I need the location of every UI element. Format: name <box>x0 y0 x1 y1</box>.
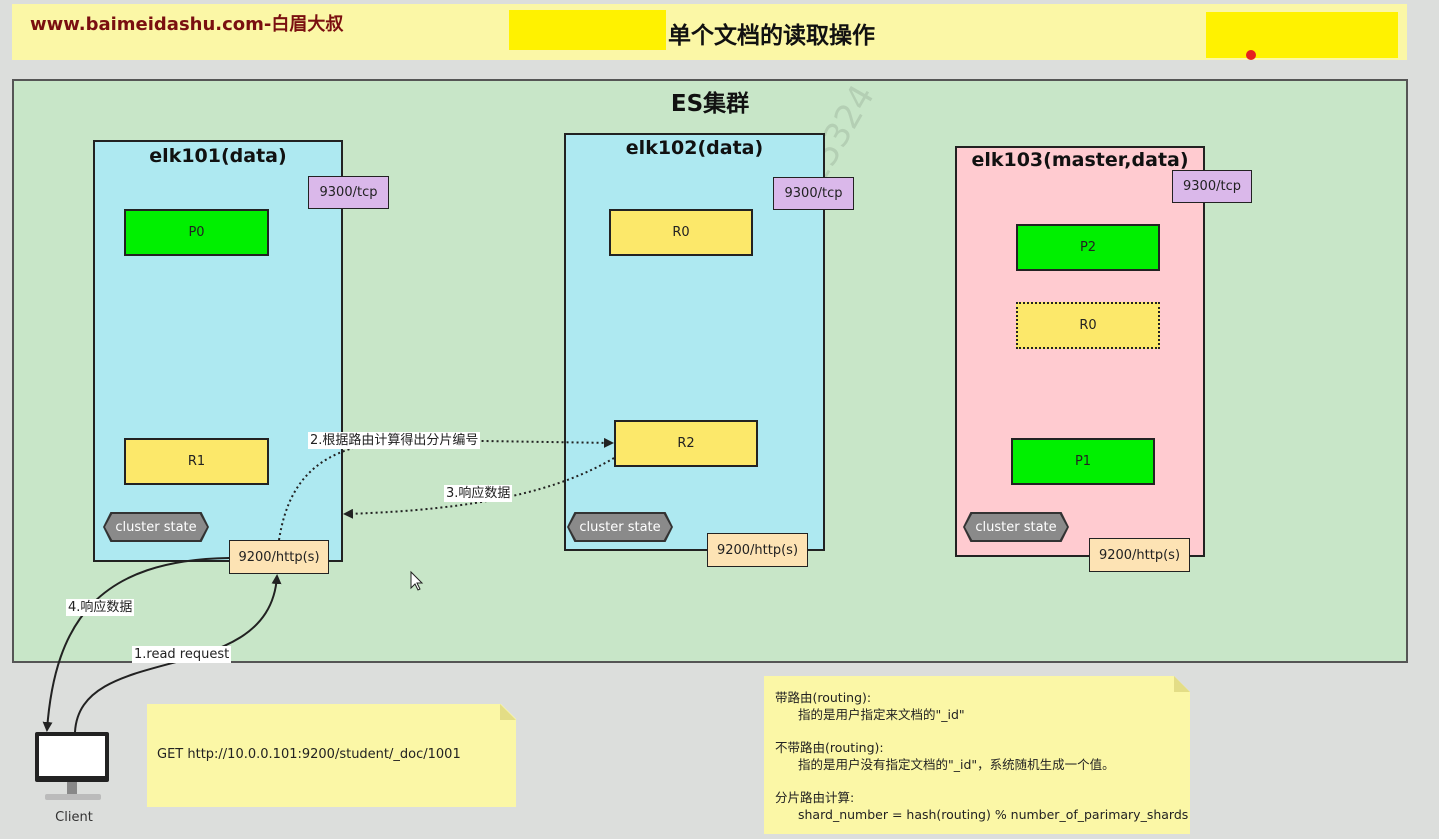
node-elk103 <box>955 146 1205 557</box>
shard-r1-elk101: R1 <box>124 438 269 485</box>
routing-note-line6: shard_number = hash(routing) % number_of… <box>798 807 1189 822</box>
http-port-elk103: 9200/http(s) <box>1089 538 1190 572</box>
http-port-elk101: 9200/http(s) <box>229 540 329 574</box>
shard-r2-elk102: R2 <box>614 420 758 467</box>
label-step1: 1.read request <box>132 646 232 663</box>
tcp-port-elk101: 9300/tcp <box>308 176 389 209</box>
routing-note-line3: 不带路由(routing): <box>775 740 884 755</box>
shard-p0-elk101: P0 <box>124 209 269 256</box>
node-title-elk103: elk103(master,data) <box>971 149 1189 171</box>
shard-r0-elk103: R0 <box>1016 302 1160 349</box>
highlight-left <box>509 10 666 50</box>
cluster-state-elk103: cluster state <box>965 514 1067 540</box>
tcp-port-elk102: 9300/tcp <box>773 177 854 210</box>
client-monitor-icon <box>35 732 109 800</box>
shard-r0-elk102: R0 <box>609 209 753 256</box>
cluster-state-elk102: cluster state <box>569 514 671 540</box>
page-title: 单个文档的读取操作 <box>668 23 875 49</box>
routing-note-line5: 分片路由计算: <box>775 790 855 805</box>
request-note-text: GET http://10.0.0.101:9200/student/_doc/… <box>157 747 461 762</box>
site-watermark: www.baimeidashu.com-白眉大叔 <box>30 14 344 35</box>
cluster-state-elk101: cluster state <box>105 514 207 540</box>
client-label: Client <box>55 810 93 825</box>
highlight-right <box>1206 12 1398 58</box>
request-note <box>147 704 516 807</box>
tcp-port-elk103: 9300/tcp <box>1172 170 1252 203</box>
routing-note-line4: 指的是用户没有指定文档的"_id"，系统随机生成一个值。 <box>798 757 1115 772</box>
routing-note-text-block: 带路由(routing): 指的是用户指定来文档的"_id" 不带路由(rout… <box>775 689 1188 823</box>
routing-note <box>764 676 1190 834</box>
routing-note-line1: 带路由(routing): <box>775 690 872 705</box>
shard-p2-elk103: P2 <box>1016 224 1160 271</box>
label-step3: 3.响应数据 <box>444 485 513 502</box>
red-dot-icon <box>1246 50 1256 60</box>
shard-p1-elk103: P1 <box>1011 438 1155 485</box>
header-bar <box>12 4 1407 60</box>
http-port-elk102: 9200/http(s) <box>707 533 808 567</box>
cursor-icon <box>410 570 424 591</box>
cluster-title: ES集群 <box>670 91 750 117</box>
label-step2: 2.根据路由计算得出分片编号 <box>308 432 481 449</box>
label-step4: 4.响应数据 <box>66 599 135 616</box>
node-title-elk102: elk102(data) <box>625 137 764 159</box>
routing-note-line2: 指的是用户指定来文档的"_id" <box>798 707 965 722</box>
node-title-elk101: elk101(data) <box>149 145 287 167</box>
